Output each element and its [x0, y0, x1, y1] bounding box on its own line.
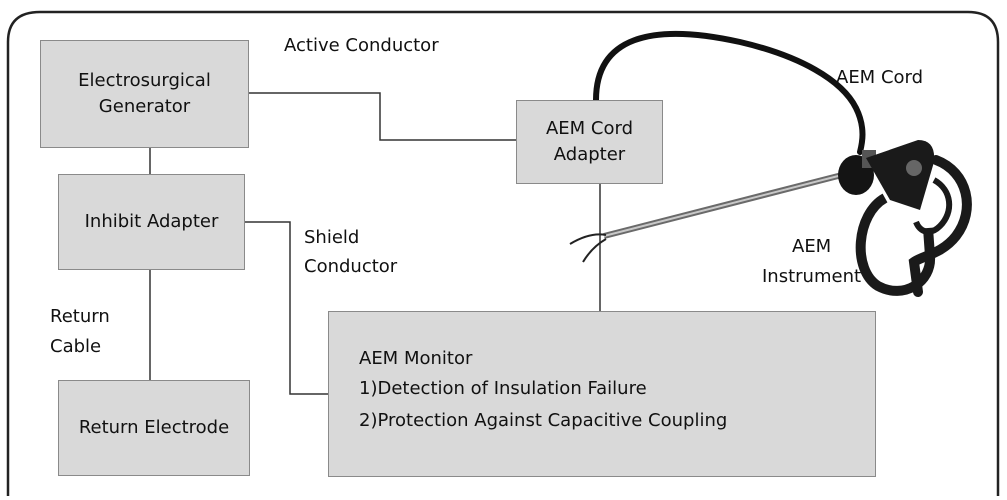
instrument-label: Instrument	[762, 266, 862, 287]
return-electrode-label: Return Electrode	[78, 416, 230, 438]
aem-instrument-graphic	[569, 140, 972, 297]
aem-monitor-title: AEM Monitor	[359, 348, 473, 369]
generator-label-line1: Electrosurgical	[78, 69, 211, 91]
return-label: Return	[50, 306, 110, 327]
generator-label-line2: Generator	[98, 96, 191, 117]
aem-cord-label: AEM Cord	[836, 67, 924, 88]
aem-label: AEM	[792, 236, 832, 257]
return-electrode-box: Return Electrode	[58, 380, 250, 476]
inhibit-adapter-label: Inhibit Adapter	[84, 210, 219, 232]
active-conductor-label: Active Conductor	[284, 35, 439, 56]
aem-cord-cable	[593, 30, 866, 155]
cord-adapter-label-line1: AEM Cord	[545, 117, 634, 139]
cord-adapter-label-line2: Adapter	[553, 144, 626, 165]
shield-conductor-wire	[245, 221, 328, 395]
outer-frame	[6, 10, 1000, 496]
electrosurgical-generator-box: Electrosurgical Generator	[40, 40, 249, 148]
aem-monitor-box: AEM Monitor 1)Detection of Insulation Fa…	[328, 311, 876, 477]
inhibit-adapter-box: Inhibit Adapter	[58, 174, 245, 270]
cable-label: Cable	[50, 336, 102, 357]
monitor-item-2: 2)Protection Against Capacitive Coupling	[359, 410, 728, 431]
conductor-label: Conductor	[304, 256, 398, 277]
shield-label: Shield	[304, 227, 360, 248]
active-conductor-wire	[249, 92, 516, 141]
aem-cord-adapter-box: AEM Cord Adapter	[516, 100, 663, 184]
monitor-item-1: 1)Detection of Insulation Failure	[359, 378, 647, 399]
